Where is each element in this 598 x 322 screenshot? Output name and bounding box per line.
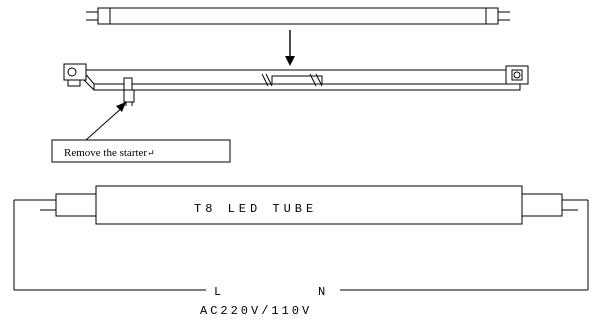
callout-text: Remove the starter↵ [64,147,155,159]
callout-box: Remove the starter↵ [51,139,231,163]
starter [123,77,135,106]
tube-label: T8 LED TUBE [194,202,317,216]
down-arrow-icon [285,30,295,66]
terminal-live: L [214,285,221,299]
fluorescent-tube [86,7,510,25]
light-fixture [63,63,529,106]
led-tube [14,185,588,225]
supply-voltage: AC220V/110V [200,304,312,318]
pointer-arrow-icon [85,102,126,141]
terminal-neutral: N [318,285,325,299]
circuit-wires [13,200,589,291]
